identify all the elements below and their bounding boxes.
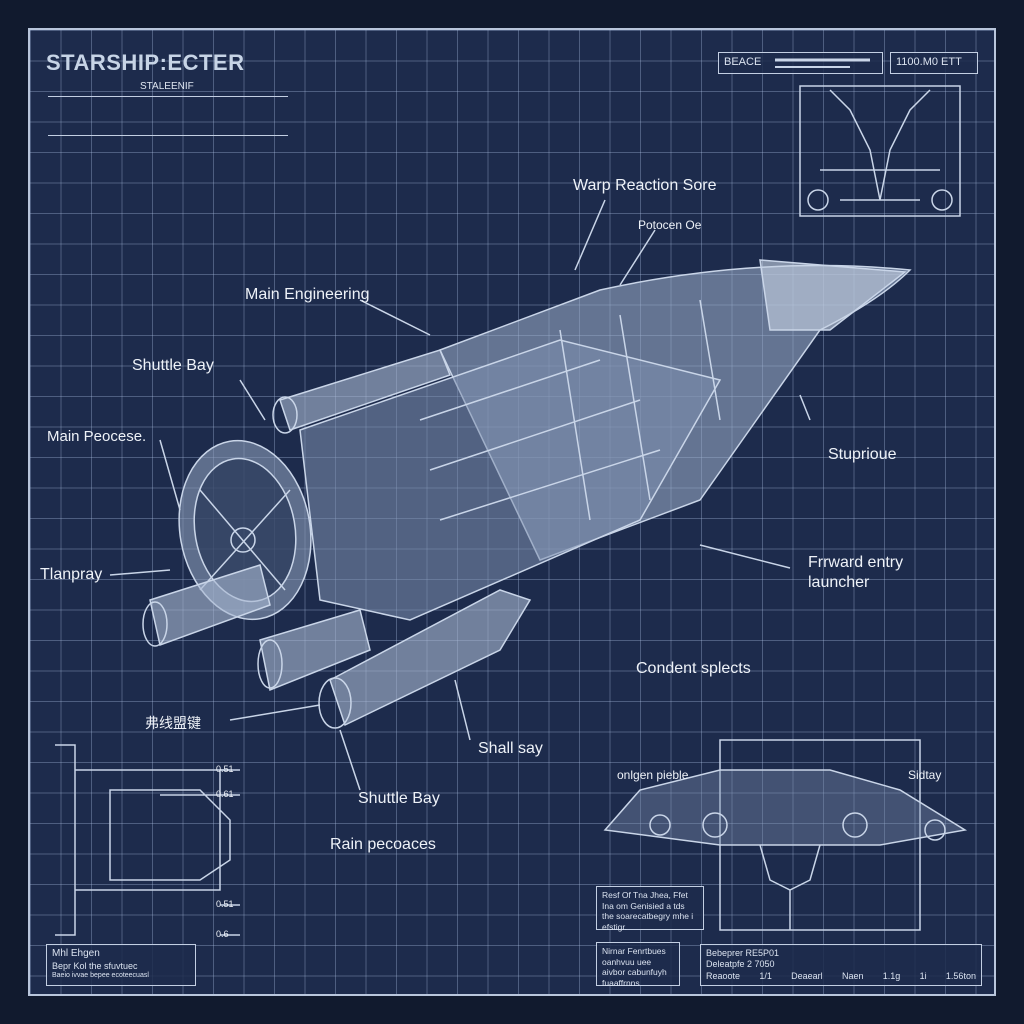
callout-rain: Rain pecoaces — [330, 836, 436, 853]
model-label: 1100.M0 ETT — [896, 56, 962, 68]
blueprint-subtitle: STALEENIF — [140, 81, 194, 92]
spec-line-1: Bebeprer RE5P01 — [706, 948, 780, 958]
note-box: Resf Of Tna Jhea, Ffet Ina om Genisied a… — [596, 886, 704, 932]
spec-cell: Reaoote — [706, 970, 741, 981]
blueprint-title: STARSHIP:ECTER — [46, 50, 245, 75]
scale-label: BEACE — [724, 56, 762, 68]
title-table — [48, 96, 288, 136]
features-box: Nirnar Fenrtbues oanhvuu uee aivbor cabu… — [596, 942, 680, 988]
dimension-label: 0.51 — [216, 764, 234, 774]
spec-cell: 1i — [919, 970, 927, 981]
dimension-label: 0.51 — [216, 899, 234, 909]
spec-cell: 1/1 — [759, 970, 772, 981]
callout-glyphs: 弗线盟键 — [145, 715, 201, 731]
callout-main-peocese: Main Peocese. — [47, 428, 147, 445]
callout-shuttle-bay: Shuttle Bay — [132, 357, 214, 374]
callout-condent: Condent splects — [636, 660, 751, 677]
left-title-block: Mhl Ehgen Bepr Kol the sfuvtuec Baeio iv… — [46, 944, 196, 986]
callout-onlgen: onlgen pieble — [617, 768, 689, 782]
scale-box: BEACE — [718, 52, 883, 74]
callout-shall-say: Shall say — [478, 740, 543, 757]
model-box: 1100.M0 ETT — [890, 52, 978, 74]
dimension-label: 0.61 — [216, 789, 234, 799]
callout-stuprioue: Stuprioue — [828, 446, 897, 463]
callout-tlanpray: Tlanpray — [40, 566, 103, 583]
left-line-2: Baeio ivvae bepee ecoteecuasl — [52, 971, 149, 979]
left-title: Mhl Ehgen — [52, 948, 100, 959]
spec-cell: 1.1g — [882, 970, 901, 981]
callout-main-engineering: Main Engineering — [245, 286, 370, 303]
dimension-label: 0.6 — [216, 929, 229, 939]
callout-forward-launcher: Frrward entry launcher — [808, 554, 904, 591]
callout-shuttle-bay-2: Shuttle Bay — [358, 790, 440, 807]
callout-sidtay: Sidtay — [908, 768, 942, 782]
spec-row: Reaoote 1/1 Deaearl Naen 1.1g 1i 1.56ton — [706, 971, 976, 982]
spec-cell: Deaearl — [791, 970, 823, 981]
left-line-1: Bepr Kol the sfuvtuec — [52, 960, 138, 971]
spec-line-2: Deleatpfe 2 7050 — [706, 959, 775, 970]
spec-cell: Naen — [841, 970, 864, 981]
spec-cell: 1.56ton — [945, 970, 976, 981]
callout-warp: Warp Reaction Sore — [573, 177, 717, 194]
callout-potocen: Potocen Oe — [638, 218, 702, 232]
spec-block: Bebeprer RE5P01 Deleatpfe 2 7050 Reaoote… — [700, 944, 982, 986]
